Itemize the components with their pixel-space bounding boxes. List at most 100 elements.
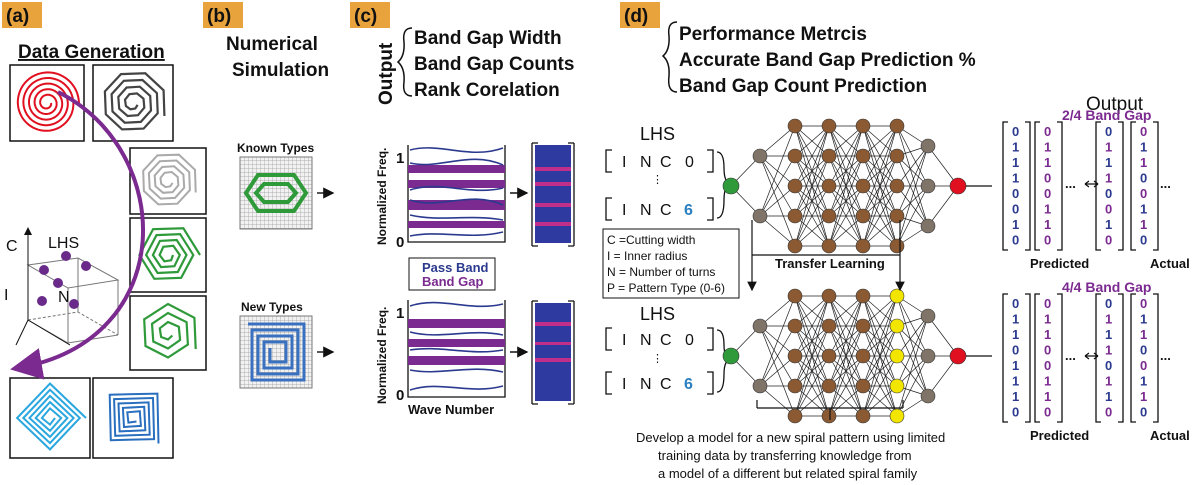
new-types-pattern <box>248 322 306 382</box>
network-edge <box>759 295 796 327</box>
input-vectors-bottom: I N C 0 ⋮ I N C 6 <box>605 327 732 395</box>
vector-bit: 0 <box>1044 358 1051 373</box>
spiral-hexagon-green-2 <box>143 302 197 359</box>
variable-legend <box>602 228 740 299</box>
vector-bit: 0 <box>1105 186 1112 201</box>
network-edge <box>828 155 864 247</box>
metric-1: Performance Metrcis <box>679 24 867 45</box>
caption-line-3: a model of a different but related spira… <box>658 466 918 481</box>
new-types-label: New Types <box>241 300 303 314</box>
spiral-octagon-dark <box>103 72 166 131</box>
compare-arrow <box>1084 180 1099 188</box>
spiral-octagon-gray <box>142 153 197 206</box>
vector-bit: 0 <box>1012 186 1019 201</box>
network-edge <box>896 125 929 227</box>
svg-text:I: I <box>622 202 626 219</box>
vector-bit: 1 <box>1140 374 1147 389</box>
vector-ellipsis: ... <box>1065 176 1076 191</box>
y-tick-top-0: 0 <box>396 234 404 251</box>
network-edge <box>794 215 830 247</box>
network-edge <box>896 295 929 357</box>
panel-b-title-2: Simulation <box>232 60 329 81</box>
vector-brackets <box>1130 293 1159 423</box>
network-edge <box>896 295 929 397</box>
known-types-pattern <box>243 173 309 213</box>
network-edge <box>828 125 864 247</box>
vector-bit: 0 <box>1012 124 1019 139</box>
network-node <box>855 118 871 134</box>
network-edge <box>896 355 929 417</box>
panel-c: (c) Output Band Gap Width Band Gap Count… <box>350 2 575 417</box>
panel-b-tag-bg <box>203 2 243 28</box>
vector-bit: 0 <box>1044 405 1051 420</box>
output-vectors-bottom: 01101110011001100111011001100110...... <box>1002 293 1171 423</box>
network-node <box>752 148 768 164</box>
network-edge <box>794 295 830 357</box>
panel-d: (d) Performance Metrcis Accurate Band Ga… <box>602 2 1190 481</box>
network-node <box>787 148 803 164</box>
panel-a: (a) Data Generation LHS C I <box>2 2 207 459</box>
vector-brackets <box>1034 121 1063 251</box>
network-node <box>752 318 768 334</box>
network-edge <box>759 185 796 217</box>
network-node <box>787 238 803 254</box>
vector-brackets <box>1130 121 1159 251</box>
vector-bit: 1 <box>1012 358 1019 373</box>
vector-bit: 0 <box>1140 343 1147 358</box>
actual-label-top: Actual <box>1150 256 1190 271</box>
network-node <box>889 208 905 224</box>
legend-line-3: N = Number of turns <box>607 265 715 279</box>
metric-3: Band Gap Count Prediction <box>679 76 927 97</box>
network-edge <box>794 125 830 217</box>
network-edge <box>828 295 864 417</box>
vector-bit: 1 <box>1044 389 1051 404</box>
vector-bit: 0 <box>1140 233 1147 248</box>
panel-c-tag-bg <box>350 2 390 28</box>
vector-bit: 0 <box>1105 296 1112 311</box>
transfer-learning-label: Transfer Learning <box>775 256 885 271</box>
vector-bit: 1 <box>1140 217 1147 232</box>
vector-bit: 0 <box>1105 405 1112 420</box>
network-node <box>889 118 905 134</box>
band-bar-top-brackets <box>531 142 575 247</box>
network-edge <box>927 355 959 397</box>
vector-bit: 1 <box>1105 217 1112 232</box>
network-edge <box>794 385 830 417</box>
network-edge <box>896 155 929 227</box>
vector-bit: 1 <box>1044 327 1051 342</box>
output-item-2: Band Gap Counts <box>414 54 574 75</box>
output-label-c: Output <box>376 42 397 105</box>
network-edge <box>794 125 830 157</box>
network-edge <box>862 295 898 387</box>
panel-a-tag-bg <box>2 2 42 28</box>
network-edge <box>828 125 864 217</box>
network-edge <box>862 185 898 247</box>
network-edge <box>828 185 864 247</box>
vector-ellipsis: ... <box>1065 348 1076 363</box>
network-edge <box>794 125 830 187</box>
output-vectors-top: 01110010011001100111001001100110...... <box>1002 121 1171 251</box>
network-edge <box>828 295 864 327</box>
network-edge <box>759 125 796 217</box>
network-edge <box>794 325 830 417</box>
panel-b: (b) Numerical Simulation Known Types New… <box>203 2 335 389</box>
network-edge <box>896 145 929 187</box>
network-edge <box>759 125 796 157</box>
network-edge <box>896 185 929 247</box>
spiral-hexagon-green-1 <box>138 227 201 280</box>
network-edge <box>794 295 830 327</box>
svg-text:C: C <box>660 332 672 349</box>
metric-2: Accurate Band Gap Prediction % <box>679 50 976 71</box>
lhs-label-a: LHS <box>48 235 79 252</box>
network-edge <box>828 295 864 387</box>
vector-bit: 0 <box>1105 124 1112 139</box>
network-edge <box>862 125 898 217</box>
gap-label-bottom: 4/4 Band Gap <box>1062 279 1151 295</box>
network-edge <box>896 355 929 397</box>
lhs-samples <box>37 251 91 309</box>
svg-text:6: 6 <box>684 376 693 393</box>
network-node <box>787 208 803 224</box>
network-node <box>821 238 837 254</box>
spiral-box-blue-2 <box>92 377 174 459</box>
